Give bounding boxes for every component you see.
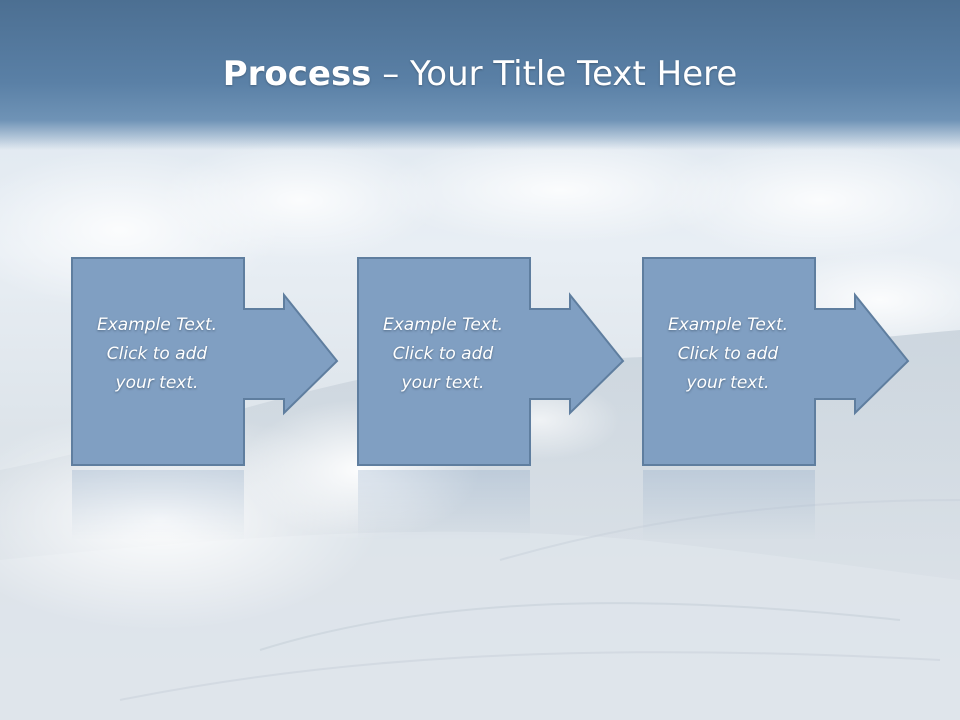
step-line-3: your text.	[686, 373, 770, 393]
slide-title[interactable]: Process – Your Title Text Here	[0, 52, 960, 96]
step-line-1: Example Text.	[667, 315, 789, 335]
process-step-3[interactable]: Example Text. Click to add your text.	[642, 257, 912, 467]
step-text[interactable]: Example Text. Click to add your text.	[642, 311, 814, 398]
step-2-reflection	[357, 470, 627, 540]
step-line-1: Example Text.	[96, 315, 218, 335]
step-line-3: your text.	[115, 373, 199, 393]
process-step-2[interactable]: Example Text. Click to add your text.	[357, 257, 627, 467]
title-band	[0, 0, 960, 150]
step-text[interactable]: Example Text. Click to add your text.	[71, 311, 243, 398]
step-line-2: Click to add	[106, 344, 208, 364]
step-3-reflection	[642, 470, 912, 540]
arrow-callout-shape	[642, 257, 910, 466]
step-line-2: Click to add	[677, 344, 779, 364]
title-bold: Process	[222, 54, 372, 94]
title-rest: – Your Title Text Here	[371, 54, 738, 94]
step-1-reflection	[71, 470, 341, 540]
process-step-1[interactable]: Example Text. Click to add your text.	[71, 257, 341, 467]
arrow-callout-shape	[71, 257, 339, 466]
step-line-2: Click to add	[392, 344, 494, 364]
step-line-1: Example Text.	[382, 315, 504, 335]
step-text[interactable]: Example Text. Click to add your text.	[357, 311, 529, 398]
arrow-callout-shape	[357, 257, 625, 466]
step-line-3: your text.	[401, 373, 485, 393]
